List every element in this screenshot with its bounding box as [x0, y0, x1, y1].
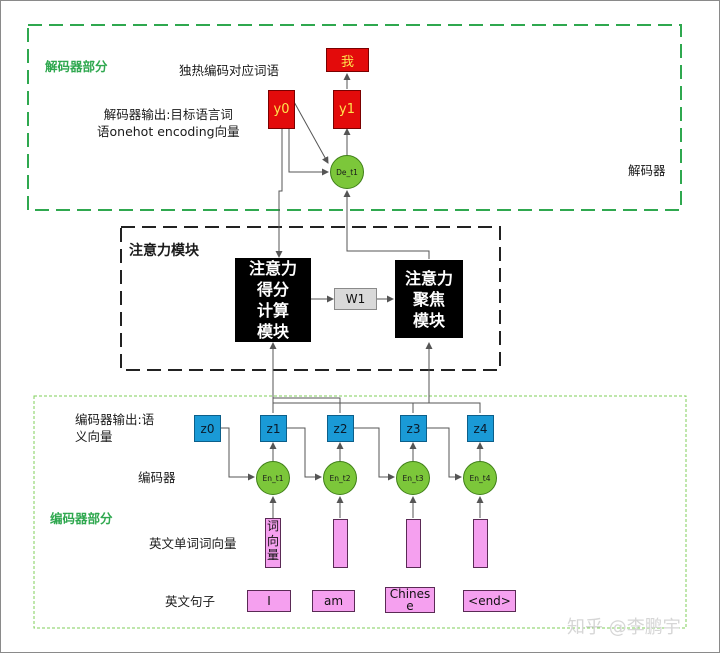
decoder-label: 解码器	[628, 163, 666, 178]
z3-to-en4-arrow	[427, 427, 462, 481]
word-box-2: am	[312, 590, 355, 612]
z2-bus	[273, 397, 341, 413]
decoder-output-label: 解码器输出:目标语言词 语onehot encoding向量	[97, 107, 240, 139]
z1-box: z1	[260, 415, 287, 442]
word-box-4: <end>	[463, 590, 516, 612]
focus-to-decoder-arrow	[343, 190, 430, 259]
word-vector-box-4	[473, 519, 488, 568]
word-vector-label: 英文单词词向量	[149, 536, 237, 551]
decoder-node: De_t1	[330, 155, 364, 189]
z4-box: z4	[467, 415, 494, 442]
sentence-label: 英文句子	[165, 594, 216, 609]
attention-section-title: 注意力模块	[129, 243, 199, 259]
word-box-3: Chines e	[385, 587, 435, 613]
word-vector-box-2	[333, 519, 348, 568]
z1-to-en2-arrow	[287, 427, 322, 481]
z0-to-en1-arrow	[221, 427, 255, 481]
encoder-output-label: 编码器输出:语 义向量	[75, 412, 155, 444]
decoder-section-title: 解码器部分	[45, 59, 108, 74]
word-vector-box-3	[406, 519, 421, 568]
y1-box: y1	[333, 90, 361, 129]
y0-to-score-arrow	[275, 129, 283, 258]
output-word-box: 我	[326, 48, 369, 72]
z0-box: z0	[194, 415, 221, 442]
attention-score-module: 注意力 得分 计算 模块	[235, 258, 311, 342]
y0-diagonal-arrow	[292, 99, 329, 164]
z2-to-en3-arrow	[354, 427, 395, 481]
encoder-node-4: En_t4	[463, 461, 497, 495]
encoder-section-title: 编码器部分	[50, 511, 113, 526]
z2-box: z2	[327, 415, 354, 442]
word-vector-box-1: 词 向 量	[265, 518, 281, 568]
y0-box: y0	[268, 90, 295, 129]
encoder-region	[33, 395, 687, 629]
w1-box: W1	[334, 288, 377, 310]
encoder-node-3: En_t3	[396, 461, 430, 495]
attention-region	[120, 226, 501, 371]
decoder-region	[27, 24, 682, 211]
word-box-1: I	[247, 590, 291, 612]
encoder-label: 编码器	[138, 470, 176, 485]
z3-box: z3	[400, 415, 427, 442]
attention-focus-module: 注意力 聚焦 模块	[395, 260, 463, 338]
y0-to-decoder-arrow	[288, 129, 329, 176]
watermark: 知乎 @李鹏宇	[567, 617, 681, 638]
z4-bus	[429, 402, 481, 413]
z3-bus	[273, 402, 414, 413]
encoder-node-1: En_t1	[256, 461, 290, 495]
encoder-node-2: En_t2	[323, 461, 357, 495]
onehot-label: 独热编码对应词语	[179, 63, 280, 78]
